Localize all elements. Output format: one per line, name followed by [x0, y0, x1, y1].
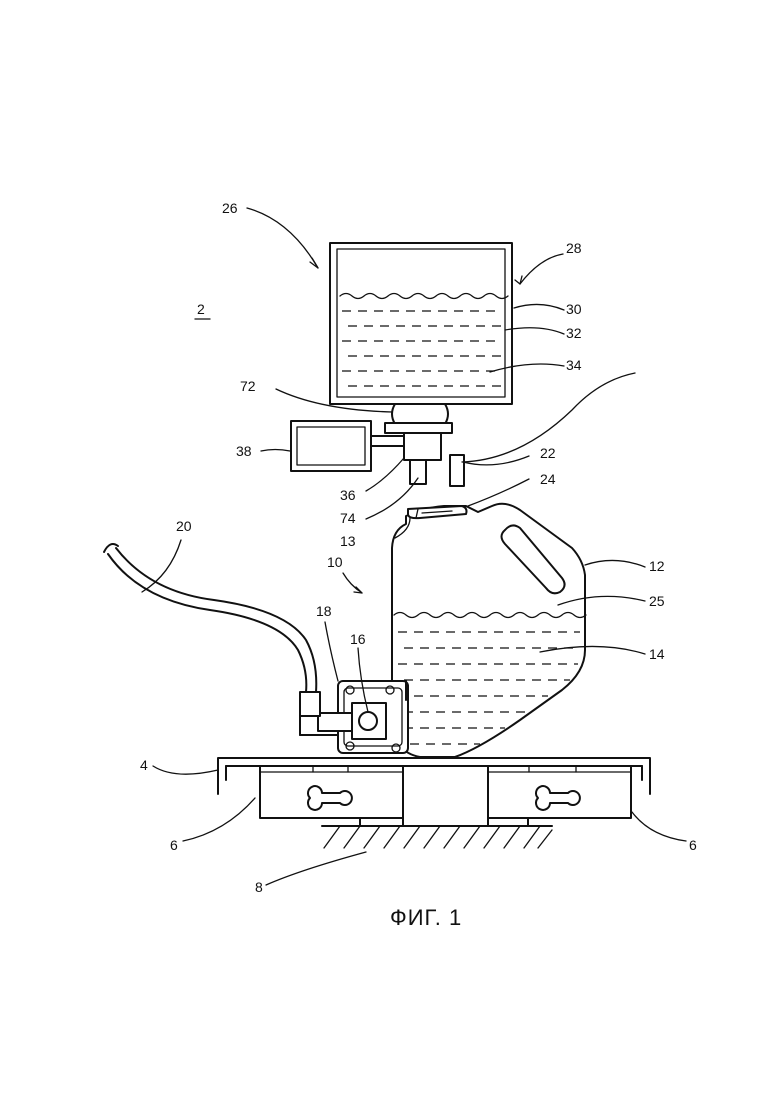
weighing-platform [218, 758, 650, 794]
label-6-left: 6 [170, 837, 178, 853]
canister-liquid-surface [394, 613, 586, 618]
ground [322, 826, 552, 848]
label-36: 36 [340, 487, 356, 503]
label-24: 24 [540, 471, 556, 487]
hose [104, 544, 316, 692]
upper-tank [330, 243, 512, 404]
label-4: 4 [140, 757, 148, 773]
label-22: 22 [540, 445, 556, 461]
load-cell-right [488, 766, 631, 826]
label-20: 20 [176, 518, 192, 534]
label-2: 2 [197, 301, 205, 317]
canister [392, 504, 586, 757]
reference-labels: 26 28 2 30 32 34 72 38 22 24 36 74 13 20… [140, 200, 697, 895]
label-8: 8 [255, 879, 263, 895]
label-34: 34 [566, 357, 582, 373]
canister-liquid-dashes [398, 632, 580, 744]
label-10: 10 [327, 554, 343, 570]
label-12: 12 [649, 558, 665, 574]
label-74: 74 [340, 510, 356, 526]
upper-liquid-dashes [342, 311, 502, 386]
label-72: 72 [240, 378, 256, 394]
label-32: 32 [566, 325, 582, 341]
label-26: 26 [222, 200, 238, 216]
label-38: 38 [236, 443, 252, 459]
label-16: 16 [350, 631, 366, 647]
upper-liquid-surface [340, 294, 508, 299]
label-30: 30 [566, 301, 582, 317]
figure-caption: ФИГ. 1 [390, 905, 462, 930]
label-25: 25 [649, 593, 665, 609]
leader-lines [142, 208, 686, 885]
load-cell-left [260, 766, 403, 826]
label-13: 13 [340, 533, 356, 549]
label-6-right: 6 [689, 837, 697, 853]
label-18: 18 [316, 603, 332, 619]
label-14: 14 [649, 646, 665, 662]
label-28: 28 [566, 240, 582, 256]
